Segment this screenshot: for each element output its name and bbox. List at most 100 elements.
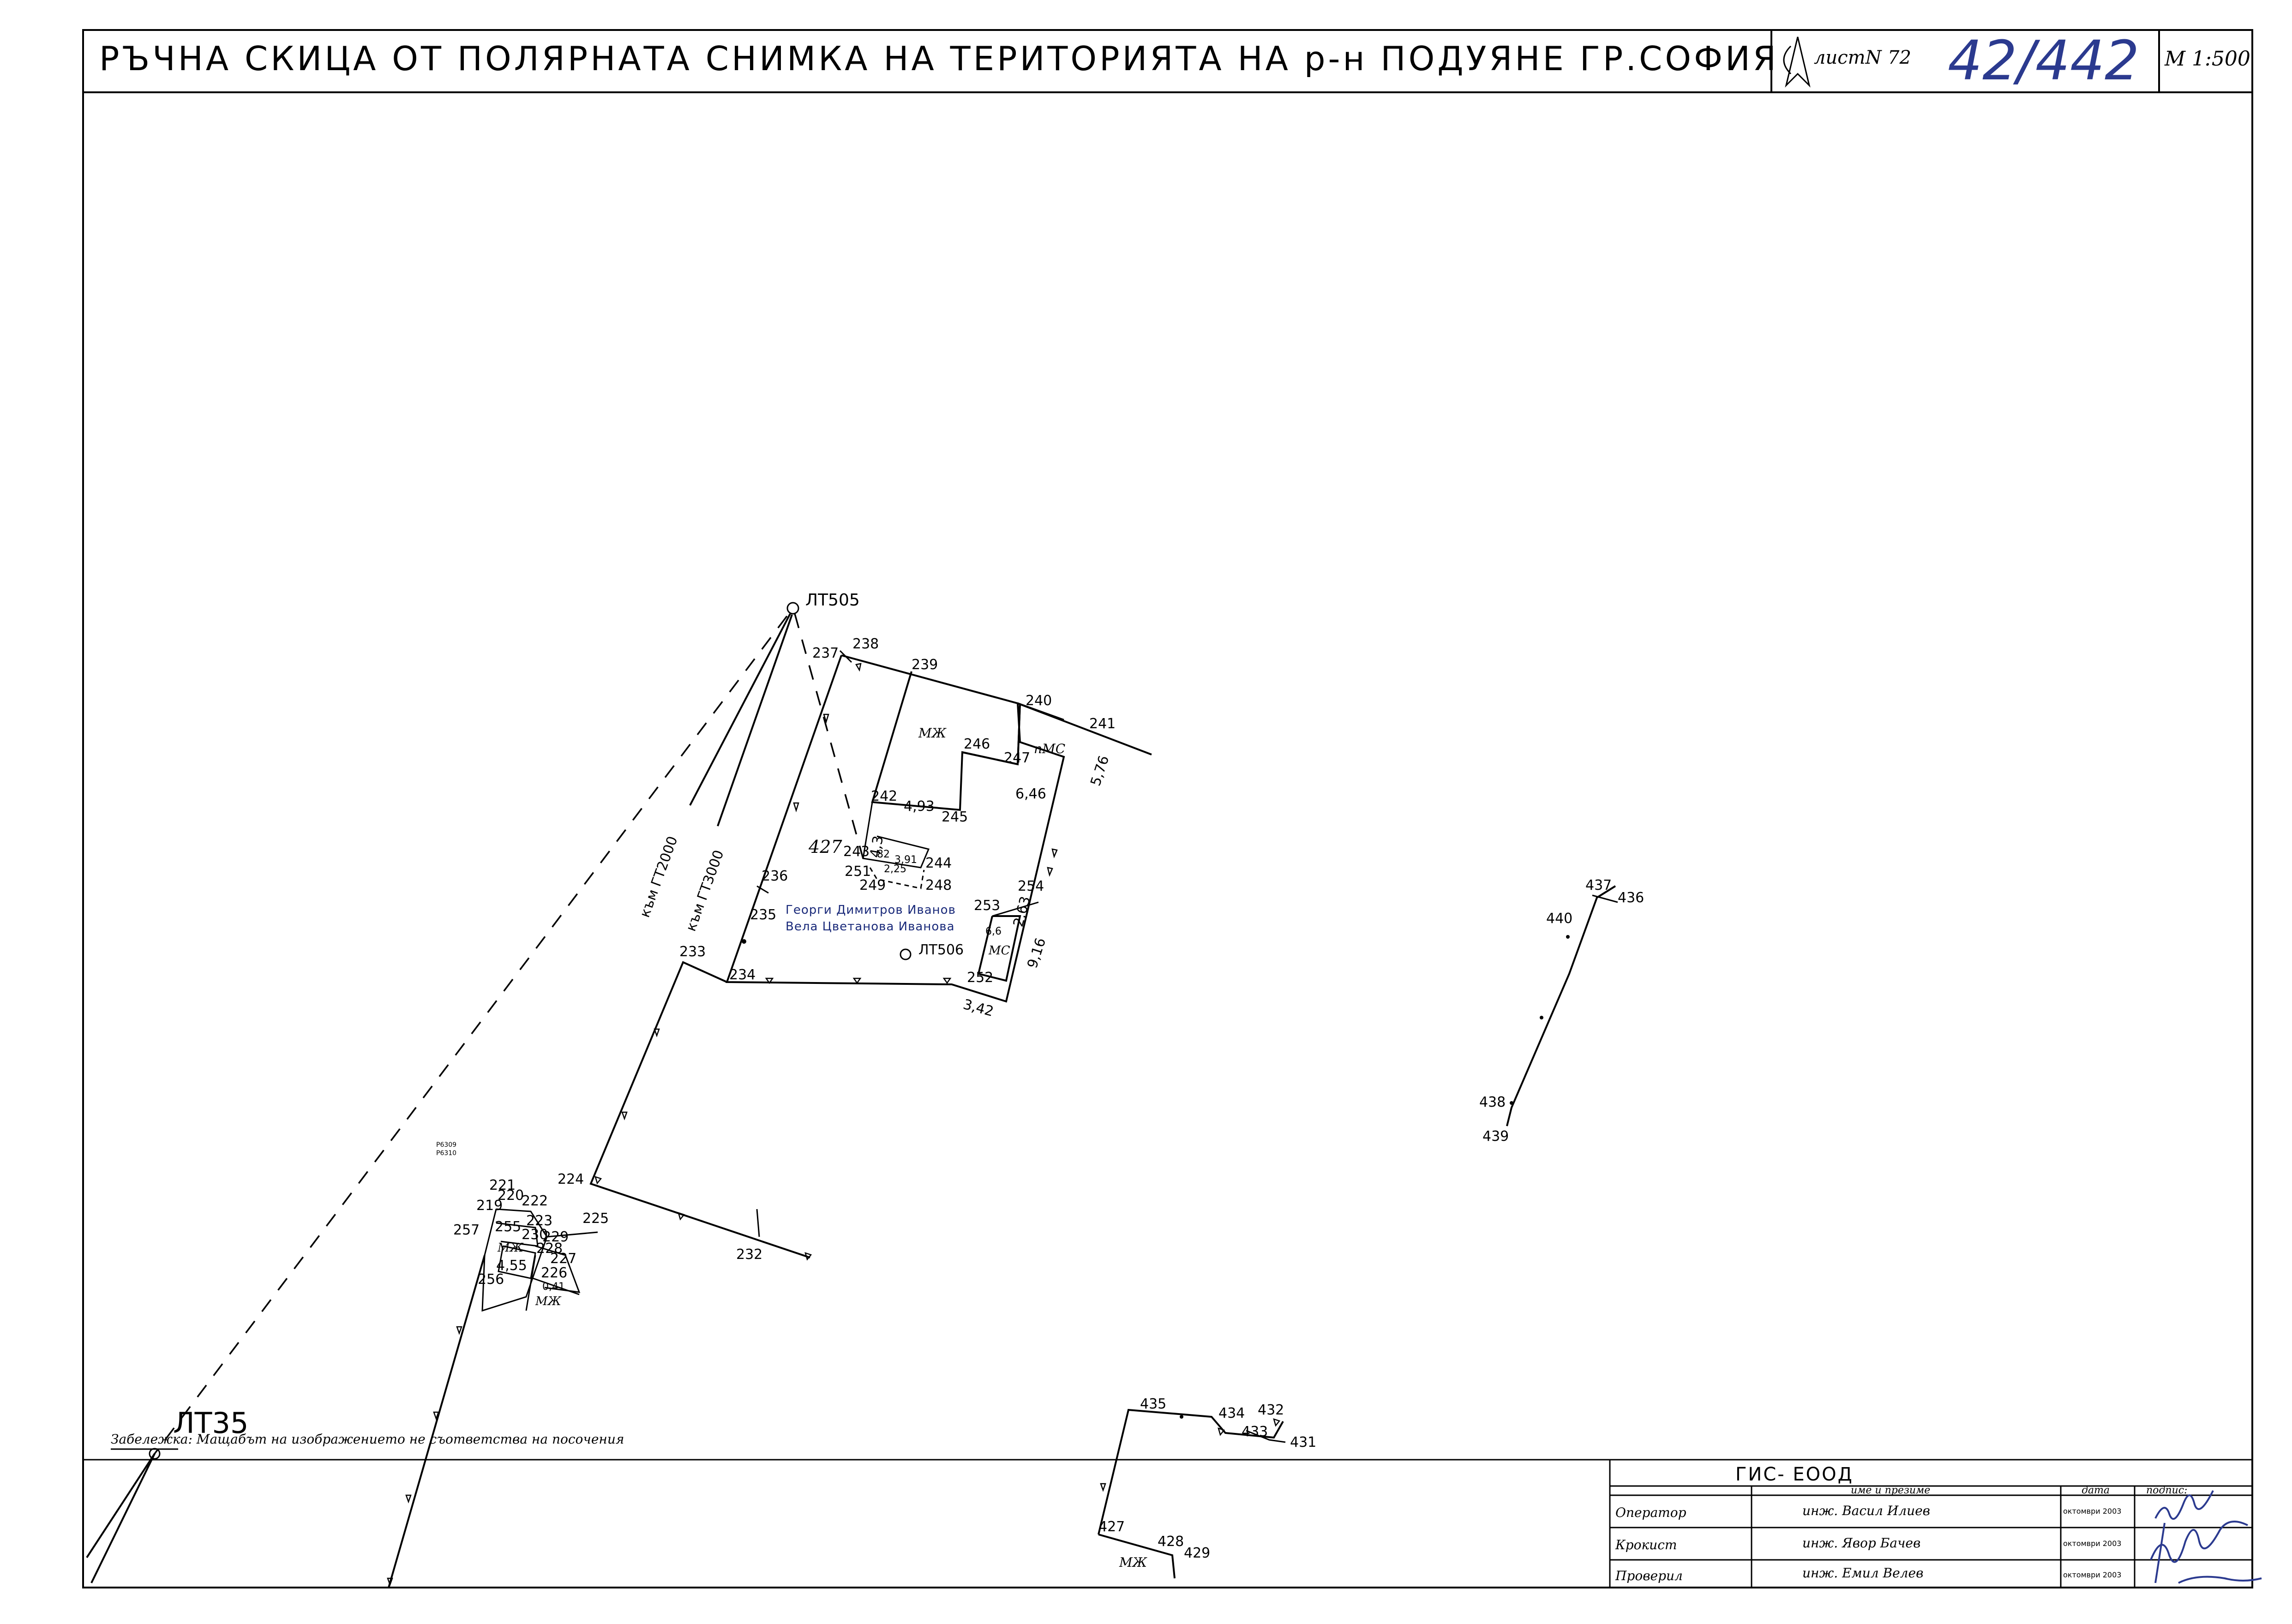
- point-223: 223: [526, 1213, 552, 1229]
- point-224: 224: [558, 1171, 584, 1187]
- titleblock-row-3-date: октомври 2003: [2063, 1570, 2121, 1579]
- station-lt505-label: ЛТ505: [805, 591, 860, 610]
- dim-66: 6,6: [985, 926, 1002, 937]
- ray-to-gt2000: [689, 613, 791, 806]
- parcel-owner-2: Вела Цветанова Иванова: [786, 920, 955, 934]
- point-256: 256: [478, 1271, 504, 1288]
- ray-label-gt3000: към ГТ3000: [683, 848, 727, 933]
- ray-lt35-southwest: [86, 1453, 156, 1558]
- ray-label-gt2000: към ГТ2000: [637, 834, 681, 919]
- building-mc: [977, 915, 1021, 982]
- titleblock-row-3-role: Проверил: [1615, 1568, 1683, 1583]
- station-lt505-marker: [786, 602, 799, 615]
- point-255: 255: [495, 1219, 521, 1235]
- ray-lt35-southwest-2: [90, 1453, 156, 1583]
- titleblock-row-1-name: инж. Васил Илиев: [1802, 1503, 1930, 1518]
- titleblock-row-1-role: Оператор: [1615, 1505, 1686, 1520]
- sight-marks: [387, 663, 1281, 1587]
- point-226: 226: [541, 1265, 567, 1281]
- sheet-frame: [82, 29, 2253, 1588]
- handwritten-sheet-number: 42/442: [1948, 29, 2139, 92]
- point-229: 229: [542, 1229, 569, 1245]
- building-nmc-wall: [1017, 703, 1021, 765]
- point-254: 254: [1018, 878, 1044, 894]
- signature-scribble-icon: [2150, 1490, 2262, 1584]
- point-252: 252: [967, 970, 993, 986]
- point-239: 239: [912, 657, 938, 673]
- point-249: 249: [859, 877, 886, 893]
- ref-mark-1: Р6309: [436, 1141, 456, 1149]
- ref-mark-2: Р6310: [436, 1150, 456, 1157]
- station-lt35-label: ЛТ35: [173, 1406, 248, 1440]
- point-238: 238: [852, 636, 879, 652]
- parcel-427-boundary: [726, 654, 1065, 1003]
- title-block: [83, 1459, 2252, 1588]
- scale-label: М 1:500: [2164, 47, 2250, 71]
- label-mzh-3: МЖ: [535, 1294, 562, 1308]
- titleblock-row-2-role: Крокист: [1615, 1537, 1677, 1552]
- corridor-233-224: [589, 961, 810, 1258]
- ray-to-gt3000: [717, 614, 793, 827]
- point-234: 234: [729, 967, 756, 983]
- line-427-429: [1098, 1534, 1176, 1579]
- dim-263: 2,63: [1010, 894, 1034, 929]
- titleblock-company: ГИС- ЕООД: [1735, 1464, 1854, 1485]
- building-240-241: [1017, 702, 1064, 721]
- titleblock-col-name: име и презиме: [1851, 1485, 1930, 1496]
- point-433: 433: [1242, 1424, 1268, 1440]
- point-253: 253: [974, 898, 1000, 914]
- line-436-tick: [1592, 894, 1618, 903]
- point-dots: [742, 935, 1570, 1419]
- dim-646: 6,46: [1015, 786, 1046, 802]
- point-228: 228: [536, 1240, 563, 1257]
- point-439: 439: [1482, 1128, 1509, 1145]
- point-236: 236: [762, 868, 788, 884]
- line-427-431: [1098, 1408, 1284, 1535]
- point-242: 242: [871, 788, 897, 804]
- point-245: 245: [942, 809, 968, 825]
- label-mc: МС: [988, 944, 1010, 958]
- titleblock-col-sign: подпис:: [2146, 1485, 2187, 1496]
- building-246-247: [962, 751, 1018, 765]
- point-219: 219: [476, 1198, 503, 1214]
- cluster-sw-inner-3: [535, 1245, 581, 1293]
- parcel-owner-1: Георги Димитров Иванов: [786, 903, 956, 917]
- dashed-ray-lt505-lt35: [154, 615, 788, 1455]
- dim-576: 5,76: [1087, 754, 1112, 788]
- line-257-south: [388, 1255, 486, 1588]
- titleblock-row-1-date: октомври 2003: [2063, 1507, 2121, 1516]
- point-225: 225: [582, 1211, 609, 1227]
- point-437: 437: [1585, 877, 1612, 893]
- dim-916: 9,16: [1024, 936, 1049, 970]
- point-246: 246: [964, 736, 990, 752]
- label-mzh-2: МЖ: [497, 1241, 524, 1255]
- point-432: 432: [1258, 1402, 1284, 1418]
- dim-342: 3,42: [961, 996, 996, 1020]
- point-220: 220: [498, 1187, 524, 1204]
- point-233: 233: [679, 944, 706, 960]
- cluster-sw-line-226: [533, 1277, 580, 1295]
- cluster-sw-inner-1: [496, 1222, 539, 1247]
- sheet-number: 72: [1888, 47, 1911, 68]
- dim-493: 4,93: [904, 798, 935, 815]
- dim-455: 4,55: [496, 1258, 527, 1274]
- point-240: 240: [1026, 693, 1052, 709]
- point-237: 237: [812, 645, 839, 661]
- point-241: 241: [1089, 716, 1116, 732]
- dim-82: 82: [877, 849, 890, 860]
- scale-note: Забележка: Мащабът на изображението не с…: [111, 1432, 624, 1447]
- annex-251-248: [869, 867, 925, 889]
- point-434: 434: [1218, 1405, 1245, 1421]
- point-431: 431: [1290, 1434, 1316, 1450]
- point-435: 435: [1140, 1396, 1166, 1412]
- line-253-254: [992, 901, 1039, 917]
- point-235: 235: [750, 907, 776, 923]
- point-248: 248: [925, 877, 952, 893]
- point-227: 227: [550, 1251, 576, 1267]
- point-428: 428: [1158, 1534, 1184, 1550]
- label-nmc: пМС: [1034, 741, 1065, 756]
- annex-243-244: [862, 802, 930, 869]
- station-lt506-label: ЛТ506: [918, 942, 964, 958]
- sheet-label: листN: [1814, 47, 1883, 68]
